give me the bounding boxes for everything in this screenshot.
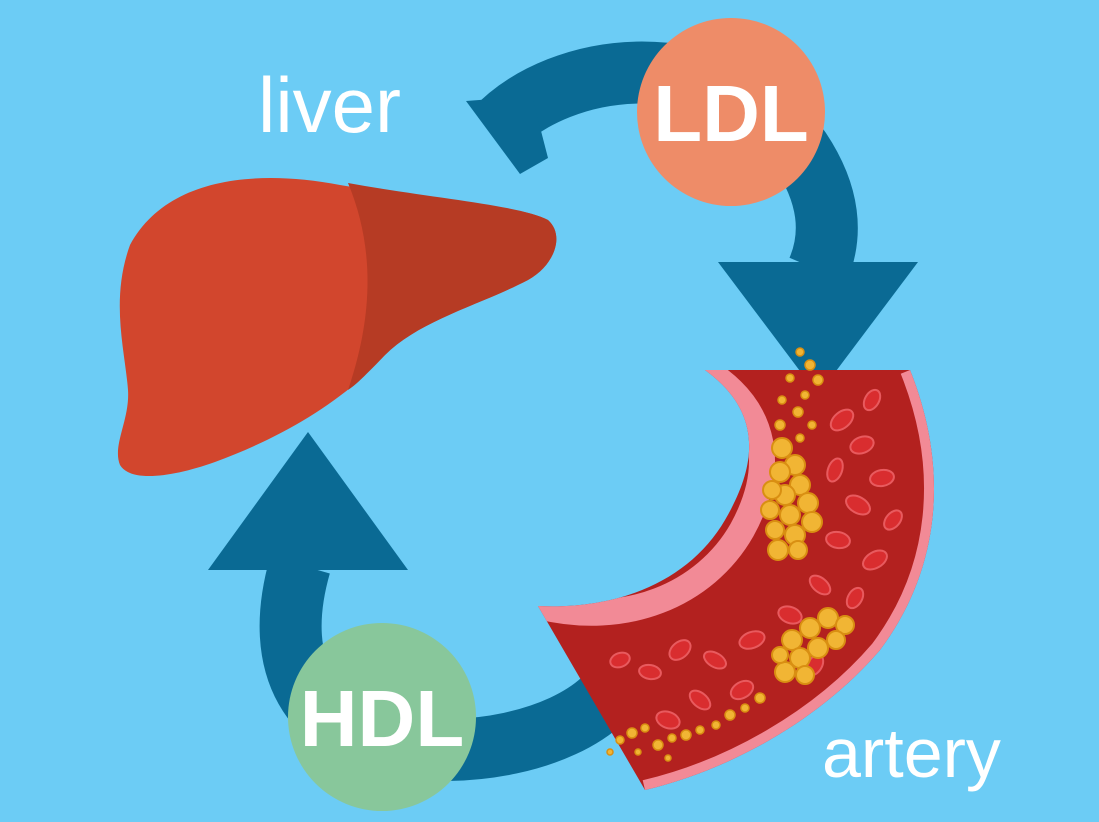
blood-cell: [609, 651, 631, 669]
plaque-upper: [760, 437, 823, 561]
ldl-badge-circle: [637, 18, 825, 206]
liver-organ: [117, 178, 557, 477]
artery-section: [538, 347, 934, 790]
blood-cell: [883, 509, 903, 531]
blood-cell: [862, 549, 888, 571]
ldl-arrow-head: [718, 262, 918, 395]
hdl-arrow-head: [208, 432, 408, 570]
blood-cell: [849, 435, 875, 455]
ldl-arrow-tail-notch: [466, 96, 548, 174]
blood-cell: [825, 530, 851, 550]
artery-inner-lining: [538, 370, 775, 626]
blood-cell: [738, 630, 766, 650]
plaque-deposits: [760, 437, 855, 685]
plaque-lower: [771, 607, 855, 685]
blood-cells: [609, 388, 903, 730]
hdl-badge-label: HDL: [300, 674, 464, 763]
blood-cell: [845, 494, 871, 516]
blood-cell: [688, 689, 712, 711]
blood-cell: [826, 457, 844, 483]
ldl-badge: LDL: [637, 18, 825, 206]
blood-cell: [845, 586, 865, 610]
blood-cell: [869, 468, 895, 488]
cholesterol-particles: [606, 347, 824, 762]
blood-cell: [777, 605, 803, 625]
blood-cell: [829, 408, 855, 432]
blood-cell: [638, 663, 662, 681]
blood-cell: [703, 650, 727, 670]
liver-right-lobe: [348, 183, 557, 390]
blood-cell: [808, 574, 832, 596]
blood-cell: [668, 639, 692, 661]
blood-cell: [862, 388, 882, 412]
blood-cell: [729, 679, 755, 701]
ldl-badge-label: LDL: [653, 69, 809, 158]
hdl-badge: HDL: [288, 623, 476, 811]
liver-label: liver: [258, 61, 402, 149]
hdl-badge-circle: [288, 623, 476, 811]
blood-cell: [655, 710, 681, 730]
artery-label: artery: [822, 714, 1001, 792]
